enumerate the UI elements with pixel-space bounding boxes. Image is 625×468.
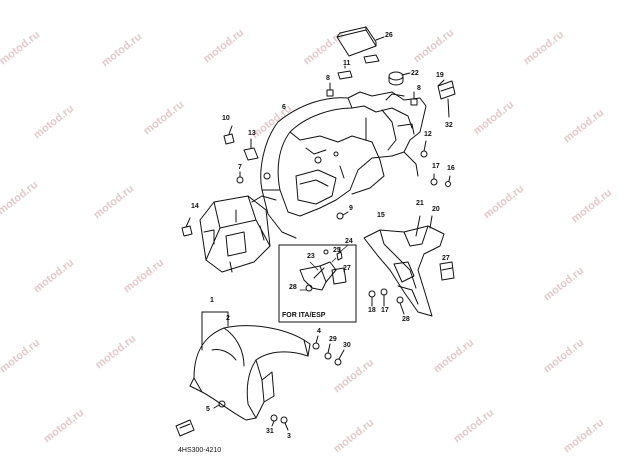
part-label: 2 [226,315,230,322]
part-label: 30 [343,342,351,349]
part-15-flap [363,215,445,317]
part-14-bolt [181,217,193,237]
part-27-reflector [439,261,455,281]
inset-box [278,244,357,323]
part-label: 6 [282,104,286,111]
inset-leaders [299,244,349,291]
part-label: 22 [411,70,419,77]
front-hardware [213,335,345,431]
part-label: 12 [424,131,432,138]
part-label: 15 [377,212,385,219]
part-14-battery-box [199,195,277,273]
part-22-grommet [388,71,411,86]
right-lower-hardware [368,288,405,315]
part-label: 28 [289,284,297,291]
part-label: 13 [248,130,256,137]
part-label: 11 [343,60,351,67]
part-label: 23 [307,253,315,260]
part-19-bracket [437,79,456,118]
part-label: 4 [317,328,321,335]
part-8-bolts [326,82,418,106]
part-label: 8 [417,85,421,92]
diagram-code: 4HS300-4210 [178,447,222,454]
part-label: 20 [432,206,440,213]
part-label: 27 [343,265,351,272]
part-label: 9 [349,205,353,212]
part-label: 1 [210,297,214,304]
small-clip [175,419,195,437]
part-label: 3 [287,433,291,440]
right-hardware [336,140,451,220]
part-label: 26 [385,32,393,39]
part-label: 21 [416,200,424,207]
part-label: 16 [447,165,455,172]
part-label: 14 [191,203,199,210]
part-label: 17 [432,163,440,170]
part-label: 28 [402,316,410,323]
part-label: 19 [436,72,444,79]
part-label: 29 [329,336,337,343]
part-10-13-clips [223,125,271,184]
part-label: 5 [206,406,210,413]
part-label: 10 [222,115,230,122]
inset-caption: FOR ITA/ESP [282,312,326,319]
part-label: 8 [326,75,330,82]
part-label: 7 [238,164,242,171]
part-label: 25 [333,247,341,254]
part-label: 24 [345,238,353,245]
part-6-rear-fender [260,91,427,239]
part-2-front-fender [189,311,311,421]
part-11-pads [337,54,380,80]
part-label: 17 [381,307,389,314]
part-label: 27 [442,255,450,262]
part-label: 18 [368,307,376,314]
part-label: 32 [445,122,453,129]
part-label: 31 [266,428,274,435]
part-26-cover [336,26,385,57]
